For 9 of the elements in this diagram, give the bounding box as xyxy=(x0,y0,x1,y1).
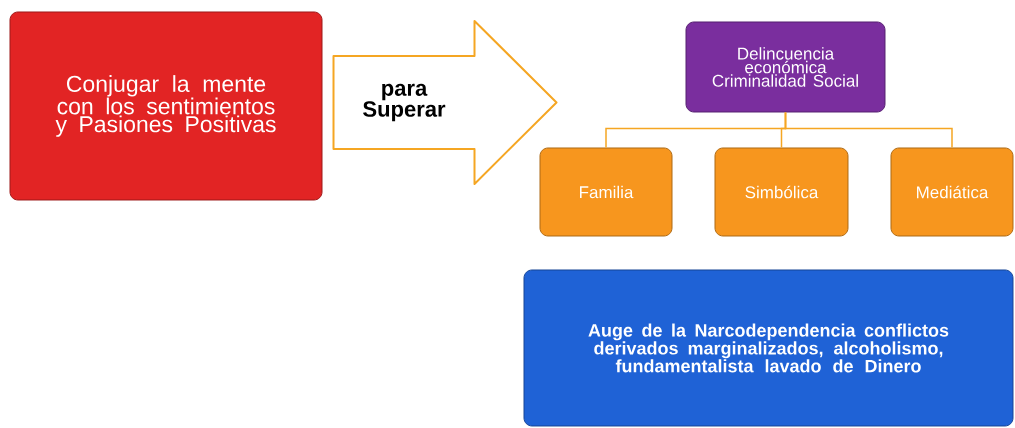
process-box: Mediática xyxy=(890,147,1014,237)
connector-line xyxy=(784,111,953,149)
text-box: Auge de la Narcodependencia conflictos derivados marginalizados, alcoholismo, fundamentalista lavado de Dinero xyxy=(523,269,1014,427)
process-box: Simbólica xyxy=(714,147,849,237)
block-arrow xyxy=(332,20,558,185)
process-box: Familia xyxy=(539,147,673,237)
edge-label: para Superar xyxy=(363,83,446,122)
process-box: Delincuencia económica Criminalidad Social xyxy=(685,21,886,113)
text-box: Conjugar la mente con los sentimientos y Pasiones Positivas xyxy=(9,11,323,201)
